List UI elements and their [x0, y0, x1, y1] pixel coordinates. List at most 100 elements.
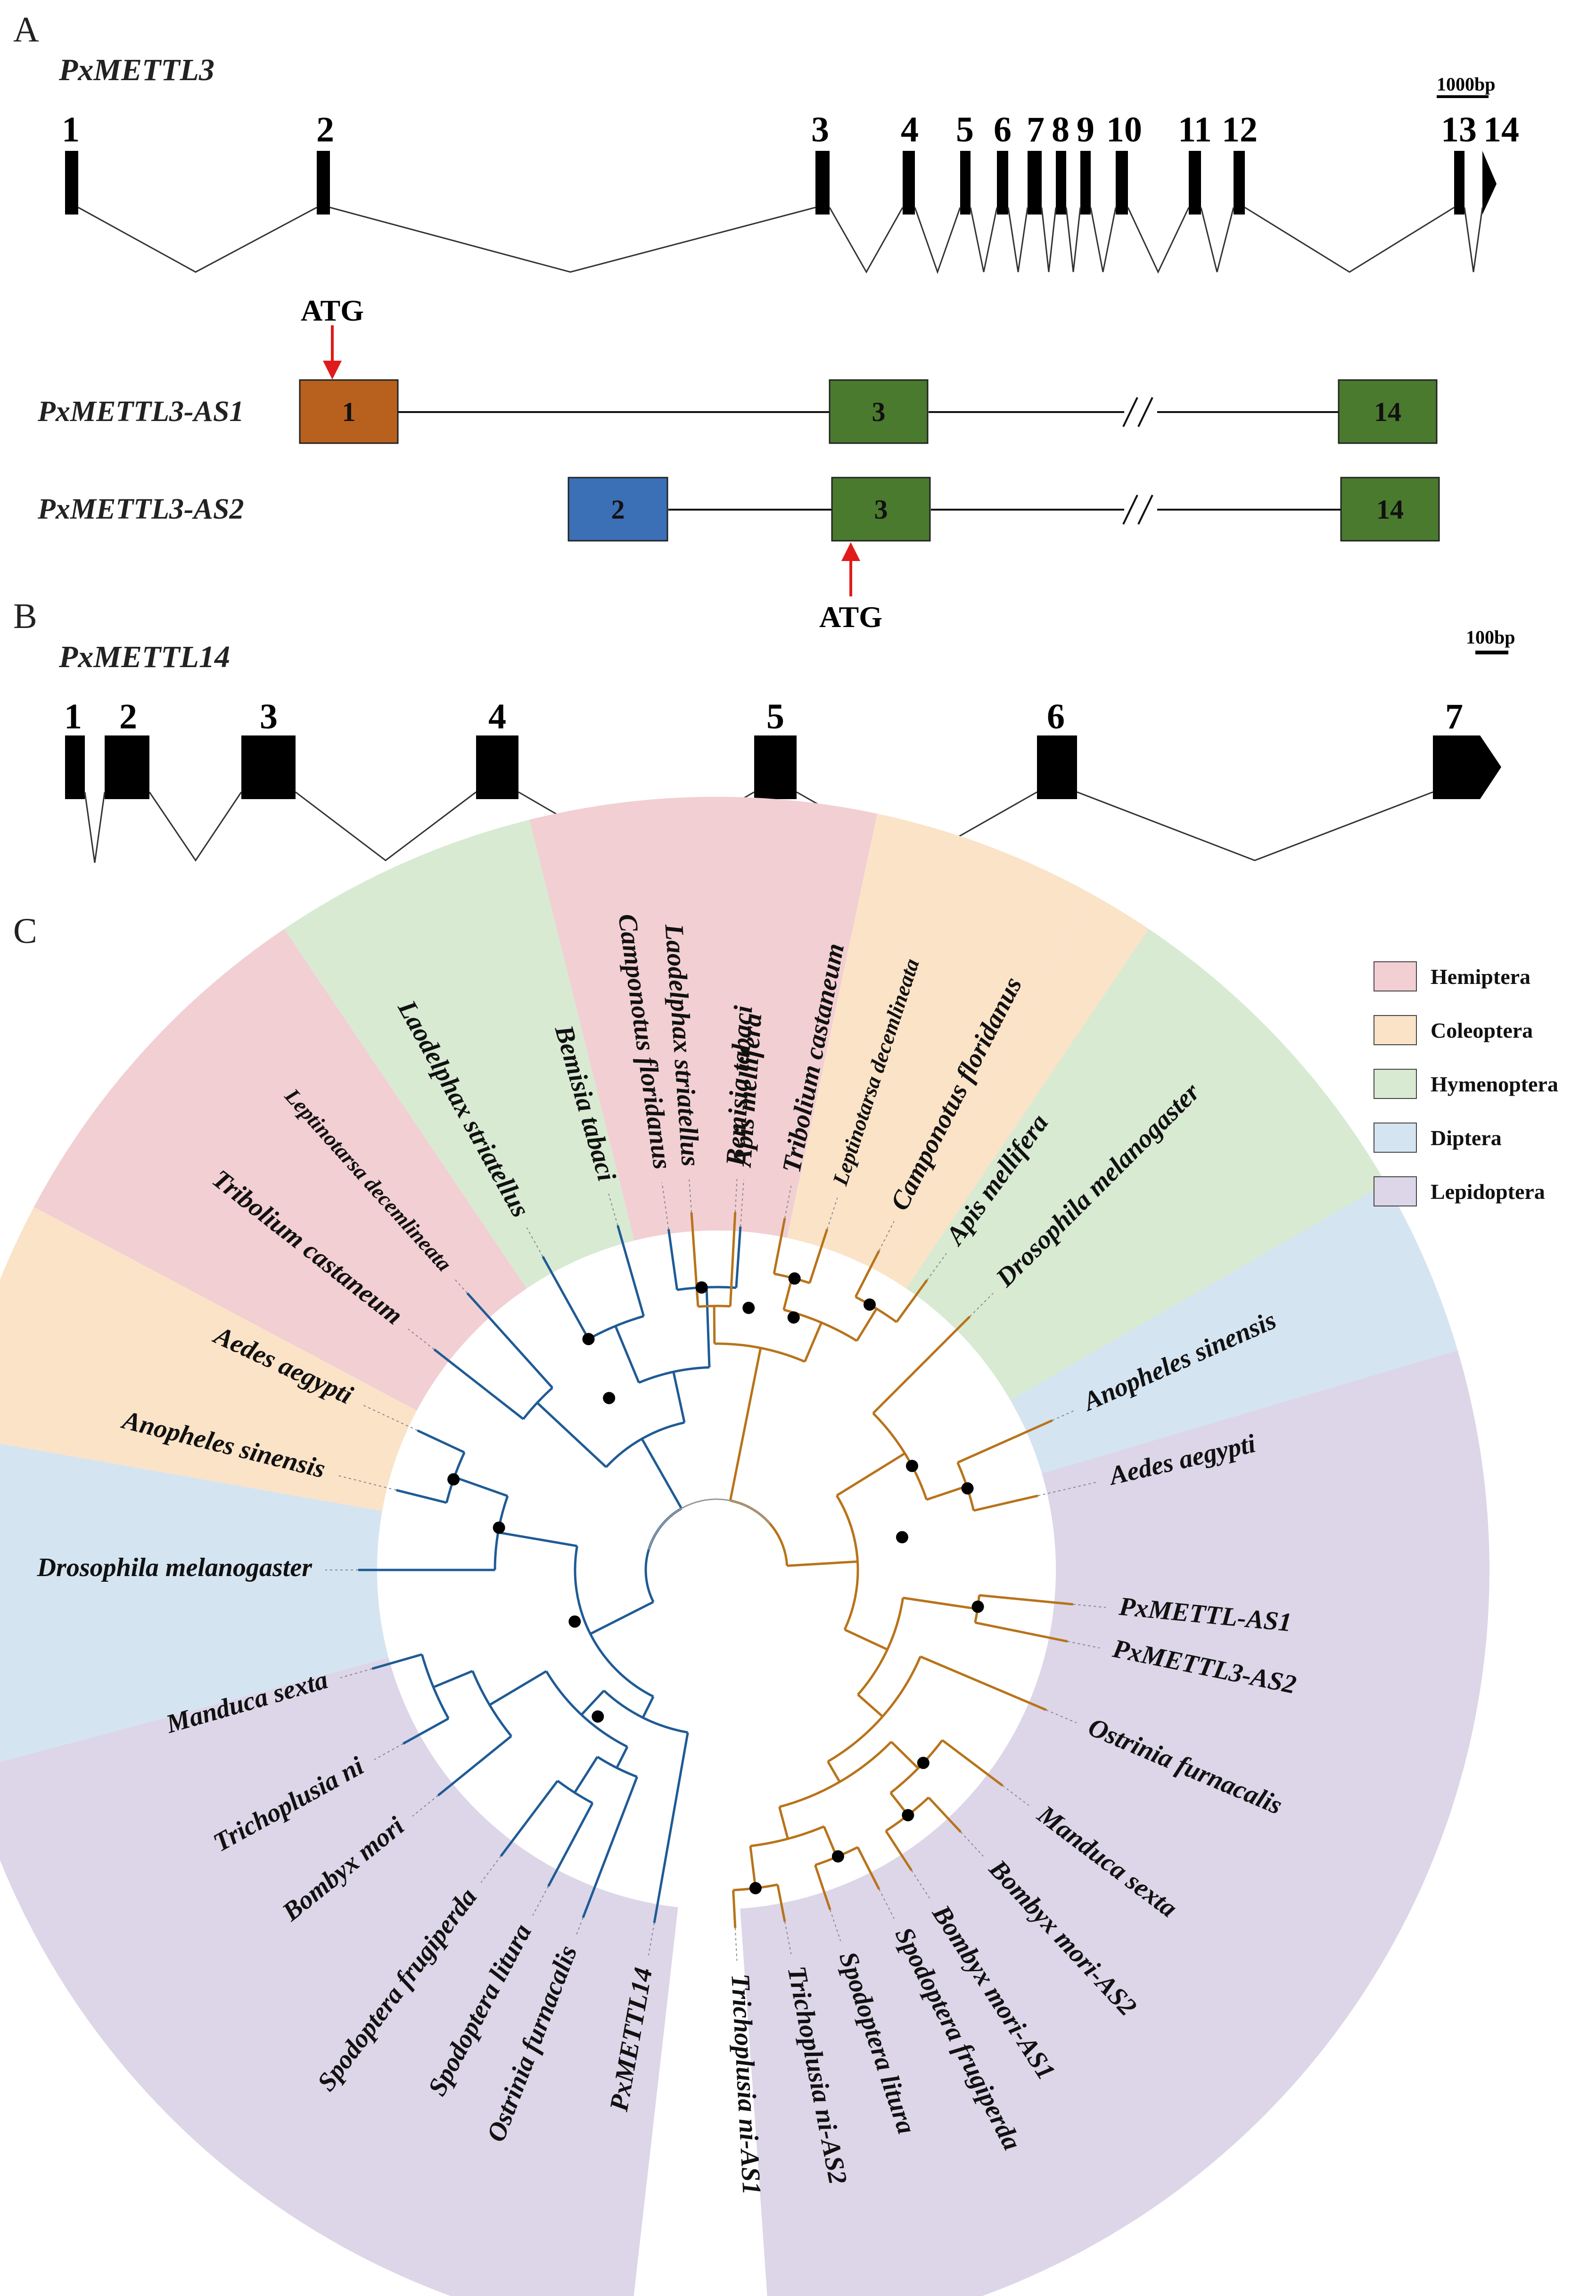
exon-block: [815, 151, 830, 215]
exon-label: 7: [1027, 110, 1045, 149]
tree-branch: [808, 1229, 829, 1284]
bootstrap-node: [971, 1600, 984, 1613]
exon-block-last: [1482, 151, 1497, 215]
exon-block: [65, 151, 78, 215]
tree-branch: [466, 1292, 553, 1389]
exon-label: 13: [1441, 110, 1477, 149]
tree-branch: [885, 1830, 913, 1871]
tree-branch: [542, 1256, 590, 1340]
tree-branch: [667, 1229, 678, 1290]
exon-label: 14: [1483, 110, 1519, 149]
panel-b-letter: B: [13, 596, 37, 636]
tree-branch: [896, 1279, 928, 1323]
panel-b-gene-name: PxMETTL14: [58, 640, 230, 674]
taxon-sector: [529, 796, 877, 1241]
tree-branch: [844, 1628, 888, 1651]
tree-branch: [536, 1402, 607, 1468]
exon-block: [241, 735, 296, 799]
tree-branch: [735, 1226, 742, 1288]
isoform-2-box-3: [831, 477, 931, 542]
exon-block-last: [1433, 735, 1501, 799]
bootstrap-node: [917, 1757, 930, 1769]
tree-branch: [713, 1305, 716, 1344]
tree-branch: [485, 1389, 524, 1420]
exon-label: 6: [994, 110, 1012, 149]
bootstrap-node: [902, 1809, 914, 1822]
exon-label: 5: [766, 697, 784, 736]
isoform-1-box-1-label: 1: [342, 396, 356, 427]
tree-arc: [889, 1739, 944, 1794]
exon-block: [1116, 151, 1128, 215]
tree-branch: [787, 1560, 858, 1567]
bootstrap-node: [788, 1272, 801, 1285]
tree-branch: [641, 1438, 683, 1509]
tree-root: [648, 1498, 771, 1550]
isoform-2-box-2: [568, 477, 668, 542]
tree-branch: [903, 1596, 978, 1611]
taxon-sector: [740, 1889, 981, 2296]
panel-c-letter: C: [13, 911, 37, 951]
legend-swatch-hemiptera: [1374, 961, 1417, 991]
isoform-2-box-3-label: 3: [874, 494, 888, 525]
mettl14-clade-branches: [358, 1225, 742, 1923]
tree-branch: [872, 1315, 971, 1414]
taxon-sector: [33, 929, 527, 1411]
panel-b-gene-structure: B PxMETTL14 100bp 1 2 3 4 5 6 7: [13, 596, 1515, 863]
taxon-sector: [787, 813, 1092, 1273]
tree-arc: [857, 1597, 905, 1696]
break-mark: [1122, 397, 1138, 427]
tree-branch: [928, 1796, 962, 1833]
taxon-sector: [881, 893, 1149, 1289]
tree-branch: [773, 1218, 786, 1274]
leaf-leader-lines: [325, 1179, 1106, 1961]
atg-arrow-head-top: [323, 361, 342, 380]
panel-b-scale-bar: [1475, 651, 1508, 654]
bootstrap-node: [568, 1615, 581, 1628]
tree-branch: [616, 1746, 629, 1768]
tree-branch: [396, 1489, 447, 1504]
bootstrap-node: [592, 1710, 604, 1723]
atg-label-top: ATG: [301, 294, 364, 327]
tree-branch: [500, 1780, 559, 1857]
panel-a-exons: [65, 151, 1497, 215]
legend-label-lepidoptera: Lepidoptera: [1431, 1180, 1545, 1204]
panel-a-scale-bar: [1437, 95, 1489, 98]
tree-branch: [744, 1347, 762, 1422]
exon-label: 2: [119, 697, 137, 736]
exon-label: 5: [956, 110, 974, 149]
legend-label-diptera: Diptera: [1431, 1126, 1502, 1150]
taxon-sector: [832, 1776, 1330, 2296]
exon-label: 11: [1178, 110, 1212, 149]
bootstrap-node: [905, 1460, 918, 1472]
tree-branch: [582, 1776, 638, 1918]
tree-branch: [749, 1846, 757, 1889]
tree-branch: [778, 1806, 789, 1839]
exon-block: [997, 151, 1008, 215]
taxon-sector: [0, 1658, 494, 2154]
bootstrap-node: [831, 1850, 844, 1863]
bootstrap-node: [961, 1482, 974, 1495]
break-mark: [1137, 495, 1153, 525]
exon-label: 4: [488, 697, 506, 736]
isoform-1-box-14-label: 14: [1374, 396, 1401, 427]
exon-block: [1080, 151, 1091, 215]
tree-branch: [580, 1690, 605, 1716]
tree-branch: [371, 1653, 422, 1670]
bootstrap-node: [603, 1392, 616, 1404]
tree-branch: [642, 1696, 655, 1718]
tree-branch: [890, 1741, 919, 1769]
exon-label: 7: [1445, 697, 1463, 736]
bootstrap-node: [864, 1298, 876, 1311]
legend-label-hemiptera: Hemiptera: [1431, 965, 1530, 989]
tree-branch: [975, 1621, 1068, 1643]
panel-a-letter: A: [13, 10, 39, 50]
tree-branch: [836, 1452, 905, 1497]
tree-branch: [729, 1421, 747, 1501]
exon-label: 1: [62, 110, 80, 149]
break-mark: [1122, 495, 1138, 525]
tree-branch: [856, 1846, 880, 1890]
panel-a-gene-name: PxMETTL3: [58, 53, 214, 87]
tree-branch: [705, 1287, 711, 1368]
